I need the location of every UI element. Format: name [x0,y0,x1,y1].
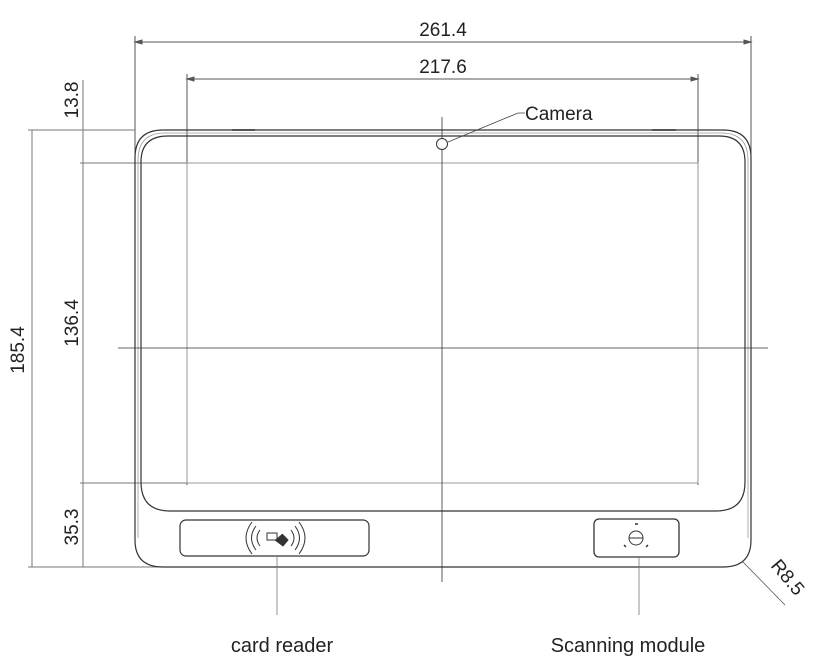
inner-bezel [140,135,746,512]
camera-label: Camera [525,104,593,125]
scanning-module [593,518,680,615]
nfc-card-icon [245,521,306,555]
card-reader [179,519,370,615]
radius-leader [741,560,786,606]
screen-area [186,162,699,484]
dim-overall-height-label: 185.4 [8,326,29,374]
dim-screen-width-label: 217.6 [419,57,467,78]
center-lines [118,117,768,582]
scanner-lens-icon [623,523,649,548]
camera-icon [436,138,448,150]
dim-bottom-bezel-label: 35.3 [62,509,83,546]
device-body [134,129,752,568]
card-reader-label: card reader [231,635,334,657]
corner-radius-label: R8.5 [766,556,808,600]
scanning-module-label: Scanning module [551,635,706,657]
dim-top-bezel-label: 13.8 [62,82,83,119]
dim-screen-height-label: 136.4 [62,299,83,347]
camera-leader [447,112,525,143]
dim-overall-width-label: 261.4 [419,20,467,41]
dim-vertical-lines [28,80,187,568]
